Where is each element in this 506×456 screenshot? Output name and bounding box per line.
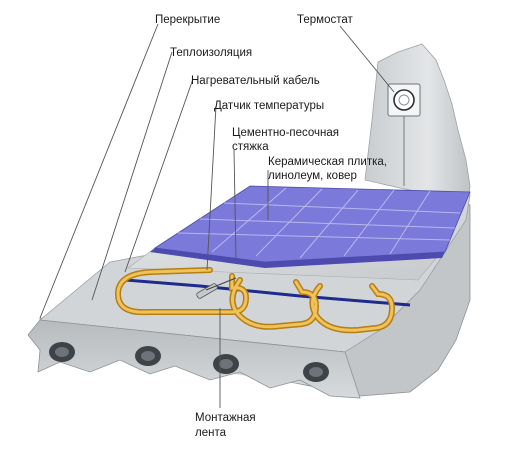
label-heating-cable: Нагревательный кабель [191, 75, 320, 87]
mounting-tape [124, 278, 411, 307]
back-wall [364, 43, 471, 206]
tile-grid [177, 187, 461, 259]
label-screed-2: стяжка [232, 141, 269, 153]
hollow-cores [49, 342, 329, 382]
label-thermostat: Термостат [297, 14, 353, 26]
slab-left-edge [27, 319, 361, 399]
label-finish-2: линолеум, ковер [268, 170, 357, 182]
label-insulation: Теплоизоляция [170, 47, 253, 59]
label-overlap: Перекрытие [155, 14, 221, 26]
tile-surface [153, 185, 471, 263]
label-screed-1: Цементно-песочная [232, 127, 340, 139]
label-tape-2: лента [195, 427, 226, 439]
thermostat-device [387, 83, 421, 186]
label-finish-1: Керамическая плитка, [268, 156, 387, 168]
label-tape-1: Монтажная [195, 412, 256, 424]
label-temp-sensor: Датчик температуры [214, 100, 325, 112]
temperature-sensor [196, 277, 237, 299]
leader-lines [39, 23, 395, 408]
